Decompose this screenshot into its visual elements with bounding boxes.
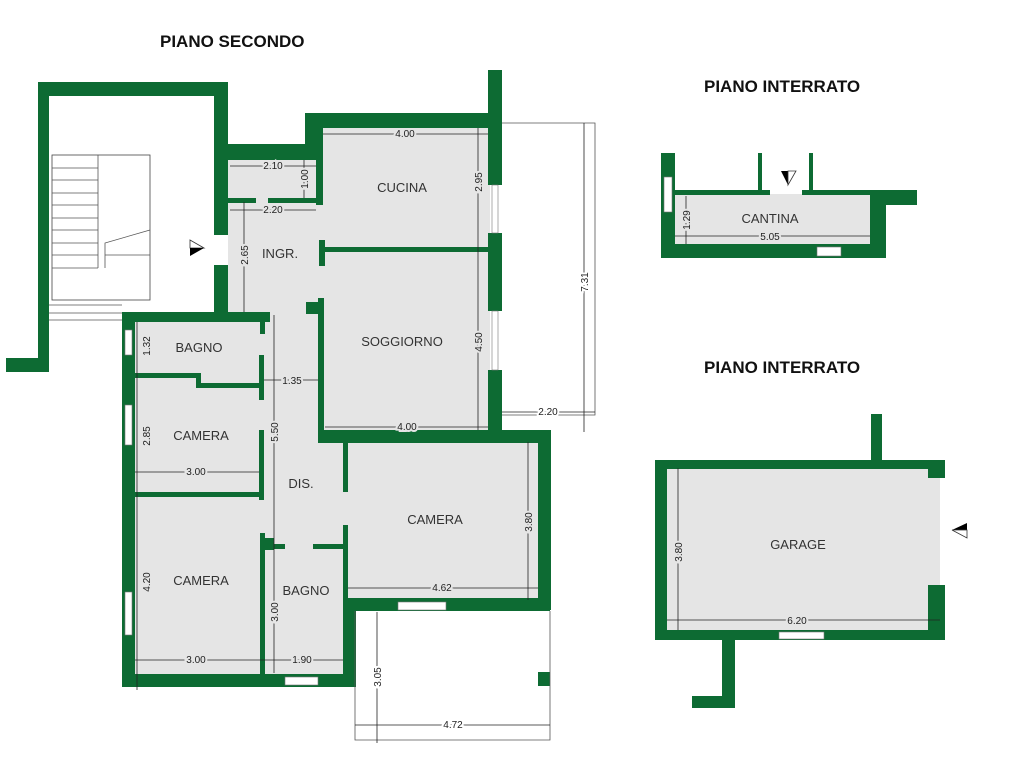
dim-label: 3.00 — [270, 602, 281, 622]
room-label-camera: CAMERA — [173, 428, 229, 443]
dim-label: 7.31 — [580, 272, 591, 292]
dim-label: 2.95 — [474, 172, 485, 192]
room-label-garage: GARAGE — [770, 537, 826, 552]
entrance-arrow-icon — [951, 523, 968, 539]
terrace-outlines — [354, 122, 596, 741]
room-label-camera: CAMERA — [407, 512, 463, 527]
room-label-cantina: CANTINA — [741, 211, 798, 226]
dim-label: 3.80 — [524, 512, 535, 532]
dim-label: 1.32 — [142, 336, 153, 356]
dim-label: 2.65 — [240, 245, 251, 265]
staircase — [48, 154, 151, 321]
dim-label: 1.00 — [300, 169, 311, 189]
dim-label: 6.20 — [787, 616, 807, 627]
dim-label: 4.20 — [142, 572, 153, 592]
dim-label: 5.50 — [270, 422, 281, 442]
room-label-bagno: BAGNO — [283, 583, 330, 598]
dim-label: 2.10 — [263, 161, 283, 172]
dim-label: 2.85 — [142, 426, 153, 446]
entrance-arrow-icon — [189, 239, 206, 256]
room-label-soggiorno: SOGGIORNO — [361, 334, 443, 349]
dim-label: 3.00 — [186, 467, 206, 478]
room-label-bagno: BAGNO — [176, 340, 223, 355]
walls — [6, 70, 551, 687]
dim-label: 3.80 — [674, 542, 685, 562]
dim-label: 4.00 — [397, 422, 417, 433]
dim-label: 4.50 — [474, 332, 485, 352]
room-label-disimpegno: DIS. — [288, 476, 313, 491]
dim-label: 1.90 — [292, 655, 312, 666]
title-second-floor: PIANO SECONDO — [160, 32, 305, 51]
dimension-labels: 4.00 2.95 2.10 1.00 2.20 2.65 4.50 4.00 … — [140, 127, 593, 733]
dim-label: 2.20 — [538, 407, 558, 418]
room-label-ingresso: INGR. — [262, 246, 298, 261]
room-label-cucina: CUCINA — [377, 180, 427, 195]
dim-label: 1.35 — [282, 376, 302, 387]
title-basement-cantina: PIANO INTERRATO — [704, 77, 860, 96]
entrance-arrow-icon — [781, 170, 797, 187]
dim-label: 3.05 — [373, 667, 384, 687]
dim-label: 4.00 — [395, 129, 415, 140]
cantina-plan: CANTINA 1.29 5.05 — [661, 153, 917, 258]
dim-label: 5.05 — [760, 232, 780, 243]
dim-label: 4.72 — [443, 720, 463, 731]
dim-label: 2.20 — [263, 205, 283, 216]
room-label-camera: CAMERA — [173, 573, 229, 588]
floors — [135, 128, 540, 680]
dim-label: 1.29 — [682, 210, 693, 230]
dim-label: 4.62 — [432, 583, 452, 594]
dimension-lines — [135, 123, 595, 743]
garage-plan: GARAGE 3.80 6.20 — [655, 414, 945, 708]
dim-label: 3.00 — [186, 655, 206, 666]
title-basement-garage: PIANO INTERRATO — [704, 358, 860, 377]
